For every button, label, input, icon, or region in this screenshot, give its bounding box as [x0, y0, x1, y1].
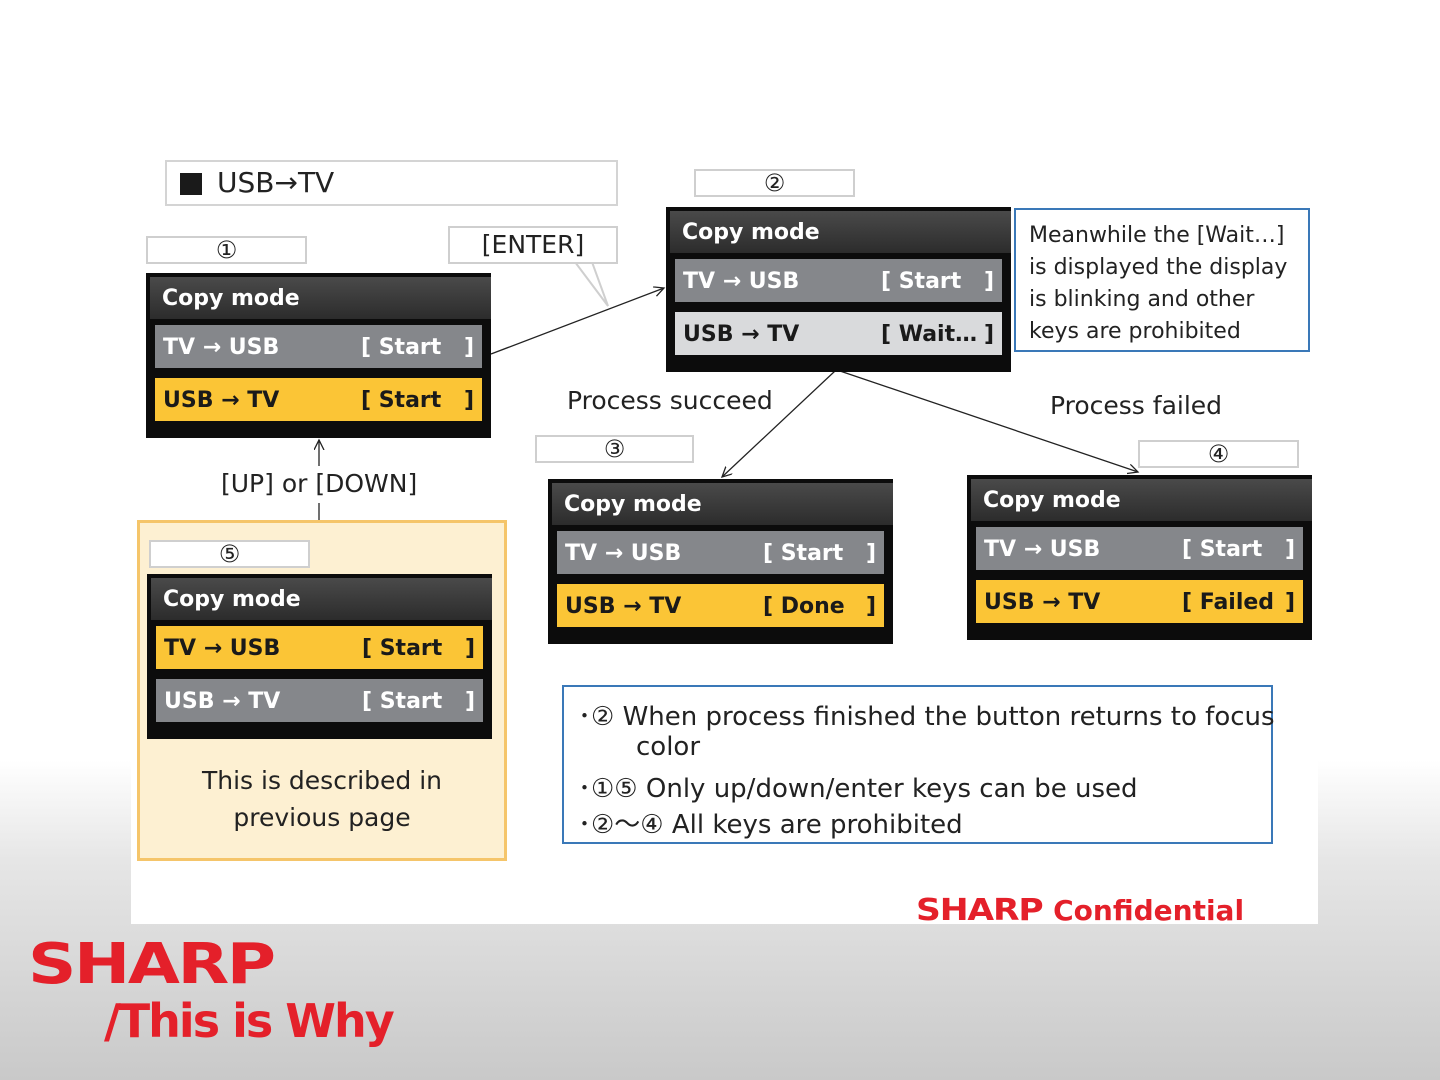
- copy-mode-menu-step4: Copy mode TV → USB [ Start ] USB → TV [ …: [967, 475, 1312, 640]
- row-bracket: ]: [865, 594, 876, 619]
- section-title-text: USB→TV: [217, 166, 335, 199]
- confidential-text: Confidential: [1053, 894, 1245, 927]
- row-bracket: ]: [983, 322, 994, 347]
- menu-header: Copy mode: [151, 578, 492, 620]
- menu-row-usb-to-tv[interactable]: USB → TV [ Done ]: [557, 584, 884, 627]
- menu-title: Copy mode: [682, 220, 820, 245]
- menu-row-usb-to-tv[interactable]: USB → TV [ Failed ]: [976, 580, 1303, 623]
- row-bracket: ]: [464, 689, 475, 714]
- menu-row-usb-to-tv[interactable]: USB → TV [ Start ]: [156, 679, 483, 722]
- copy-mode-menu-step2: Copy mode TV → USB [ Start ] USB → TV [ …: [666, 207, 1011, 372]
- menu-row-usb-to-tv[interactable]: USB → TV [ Wait… ]: [675, 312, 1002, 355]
- row-label: TV → USB: [683, 269, 800, 294]
- menu-header: Copy mode: [150, 277, 491, 319]
- step-5-label: ⑤: [149, 540, 310, 568]
- row-status: [ Start: [361, 388, 442, 413]
- row-status: [ Start: [362, 636, 443, 661]
- menu-row-tv-to-usb[interactable]: TV → USB [ Start ]: [156, 626, 483, 669]
- arrow-succeed: [722, 370, 836, 477]
- menu-header: Copy mode: [670, 211, 1011, 253]
- arrow-enter: [490, 288, 664, 355]
- enter-key-label: [ENTER]: [448, 226, 618, 264]
- described-note-line: This is described in: [201, 766, 443, 795]
- row-label: TV → USB: [163, 335, 280, 360]
- menu-row-tv-to-usb[interactable]: TV → USB [ Start ]: [155, 325, 482, 368]
- note-line: ･①⑤ Only up/down/enter keys can be used: [578, 774, 1138, 804]
- described-note-line: previous page: [233, 803, 411, 832]
- row-status: [ Start: [881, 269, 962, 294]
- row-bracket: ]: [1284, 537, 1295, 562]
- row-label: USB → TV: [683, 322, 800, 347]
- process-succeed-label: Process succeed: [567, 386, 773, 415]
- row-label: USB → TV: [163, 388, 280, 413]
- step-4-label: ④: [1138, 440, 1299, 468]
- menu-header: Copy mode: [971, 479, 1312, 521]
- wait-note-line: is blinking and other: [1029, 287, 1255, 312]
- copy-mode-menu-step3: Copy mode TV → USB [ Start ] USB → TV [ …: [548, 479, 893, 644]
- row-bracket: ]: [1284, 590, 1295, 615]
- row-status: [ Start: [361, 335, 442, 360]
- menu-row-tv-to-usb[interactable]: TV → USB [ Start ]: [557, 531, 884, 574]
- row-status: [ Start: [362, 689, 443, 714]
- menu-title: Copy mode: [564, 492, 702, 517]
- row-status: [ Start: [1182, 537, 1263, 562]
- described-previous-note: This is described in previous page: [137, 762, 507, 836]
- tagline: /This is Why: [104, 994, 395, 1048]
- step-2-label: ②: [694, 169, 855, 197]
- row-status: [ Done: [763, 594, 845, 619]
- menu-row-tv-to-usb[interactable]: TV → USB [ Start ]: [675, 259, 1002, 302]
- row-bracket: ]: [463, 388, 474, 413]
- copy-mode-menu-step5: Copy mode TV → USB [ Start ] USB → TV [ …: [147, 574, 492, 739]
- note-line: ･② When process finished the button retu…: [578, 702, 1275, 732]
- note-line: color: [636, 732, 701, 762]
- arrow-failed: [839, 370, 1138, 472]
- row-bracket: ]: [983, 269, 994, 294]
- row-bracket: ]: [463, 335, 474, 360]
- row-status: [ Failed: [1182, 590, 1275, 615]
- copy-mode-menu-step1: Copy mode TV → USB [ Start ] USB → TV [ …: [146, 273, 491, 438]
- menu-title: Copy mode: [983, 488, 1121, 513]
- confidential-mark: SHARP Confidential: [916, 893, 1244, 928]
- row-label: USB → TV: [984, 590, 1101, 615]
- row-label: TV → USB: [164, 636, 281, 661]
- row-label: USB → TV: [164, 689, 281, 714]
- menu-title: Copy mode: [163, 587, 301, 612]
- menu-row-usb-to-tv[interactable]: USB → TV [ Start ]: [155, 378, 482, 421]
- sharp-logo: SHARP: [28, 932, 276, 997]
- enter-callout-tail: [573, 261, 609, 307]
- section-title: USB→TV: [165, 160, 618, 206]
- row-label: USB → TV: [565, 594, 682, 619]
- menu-header: Copy mode: [552, 483, 893, 525]
- note-line: ･②～④ All keys are prohibited: [578, 810, 963, 840]
- step-1-label: ①: [146, 236, 307, 264]
- up-down-key-label: [UP] or [DOWN]: [221, 469, 418, 498]
- wait-explanation-note: Meanwhile the [Wait…] is displayed the d…: [1014, 208, 1310, 352]
- process-failed-label: Process failed: [1050, 391, 1223, 420]
- menu-title: Copy mode: [162, 286, 300, 311]
- menu-row-tv-to-usb[interactable]: TV → USB [ Start ]: [976, 527, 1303, 570]
- wait-note-line: keys are prohibited: [1029, 319, 1241, 344]
- row-bracket: ]: [865, 541, 876, 566]
- bullet-square-icon: [180, 173, 202, 195]
- sharp-small-logo: SHARP: [916, 893, 1044, 928]
- row-label: TV → USB: [984, 537, 1101, 562]
- step-3-label: ③: [535, 435, 694, 463]
- wait-note-line: Meanwhile the [Wait…]: [1029, 223, 1285, 248]
- row-bracket: ]: [464, 636, 475, 661]
- notes-box: ･② When process finished the button retu…: [562, 685, 1275, 844]
- wait-note-line: is displayed the display: [1029, 255, 1288, 280]
- row-label: TV → USB: [565, 541, 682, 566]
- row-status: [ Wait…: [881, 322, 978, 347]
- row-status: [ Start: [763, 541, 844, 566]
